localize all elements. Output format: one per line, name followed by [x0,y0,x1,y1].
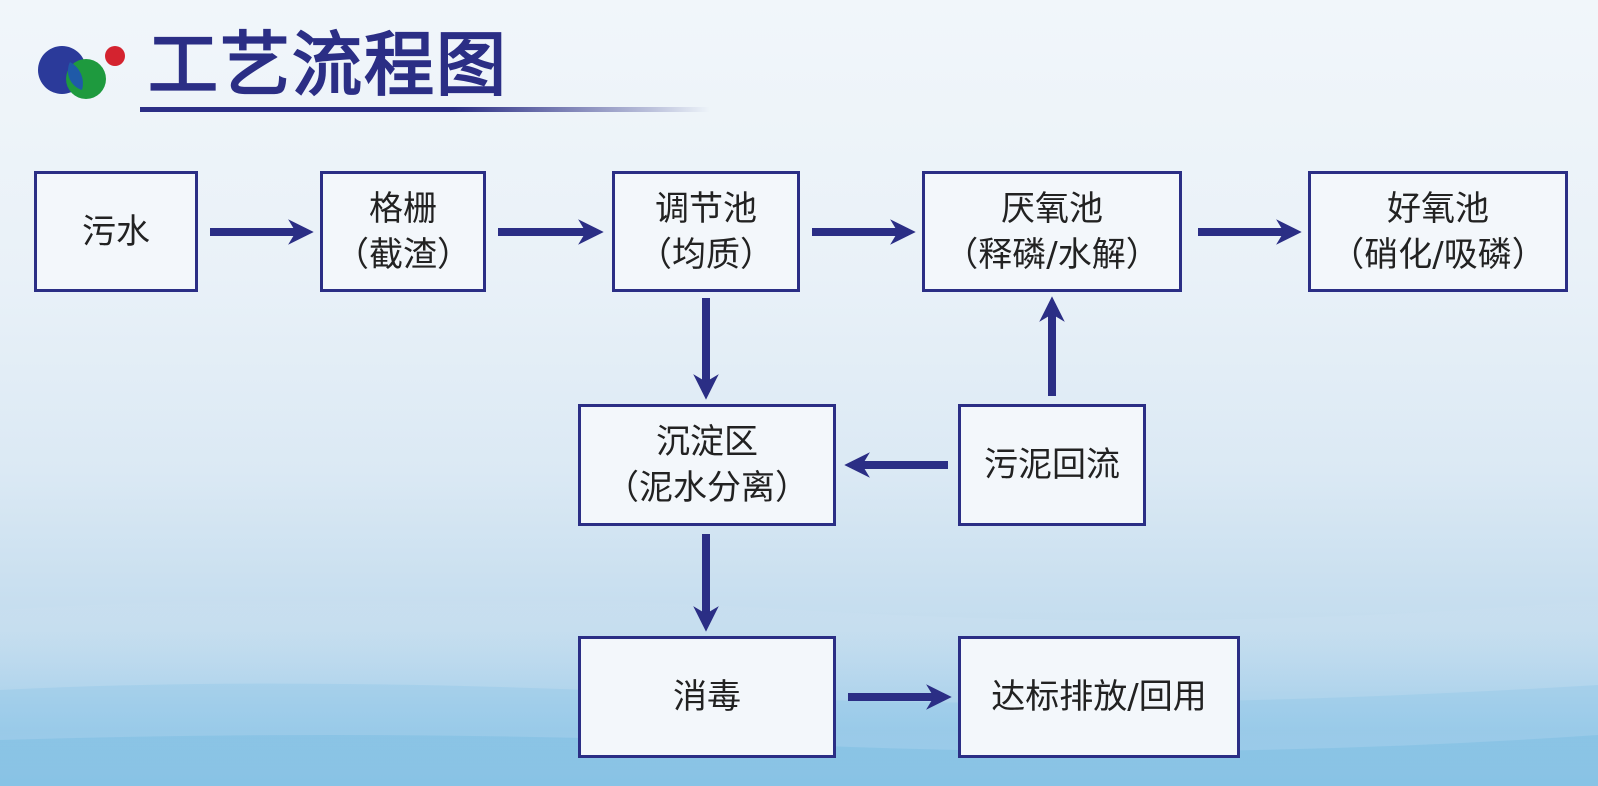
node-anaerobic-sublabel: （释磷/水解） [944,234,1160,275]
page-title: 工艺流程图 [148,24,508,106]
node-aerobic-sublabel: （硝化/吸磷） [1330,234,1546,275]
node-sewage: 污水 [34,171,198,292]
node-sludge-return-label: 污泥回流 [984,445,1120,485]
node-anaerobic-label: 厌氧池 [1001,188,1103,229]
node-sludge-return: 污泥回流 [958,404,1146,526]
node-anaerobic: 厌氧池 （释磷/水解） [922,171,1182,292]
node-grille-label: 格栅 [369,188,437,229]
node-discharge: 达标排放/回用 [958,636,1240,758]
node-equalization-sublabel: （均质） [638,234,774,275]
node-discharge-label: 达标排放/回用 [991,677,1207,717]
node-equalization-label: 调节池 [655,188,757,229]
node-sedimentation-sublabel: （泥水分离） [605,468,809,508]
node-sedimentation: 沉淀区 （泥水分离） [578,404,836,526]
node-aerobic-label: 好氧池 [1387,188,1489,229]
node-sedimentation-label: 沉淀区 [656,422,758,462]
node-sewage-label: 污水 [82,211,150,252]
node-disinfection-label: 消毒 [673,677,741,717]
logo-icon [38,46,125,99]
node-grille: 格栅 （截渣） [320,171,486,292]
node-grille-sublabel: （截渣） [335,234,471,275]
node-aerobic: 好氧池 （硝化/吸磷） [1308,171,1568,292]
node-equalization: 调节池 （均质） [612,171,800,292]
node-disinfection: 消毒 [578,636,836,758]
title-underline [140,107,710,112]
